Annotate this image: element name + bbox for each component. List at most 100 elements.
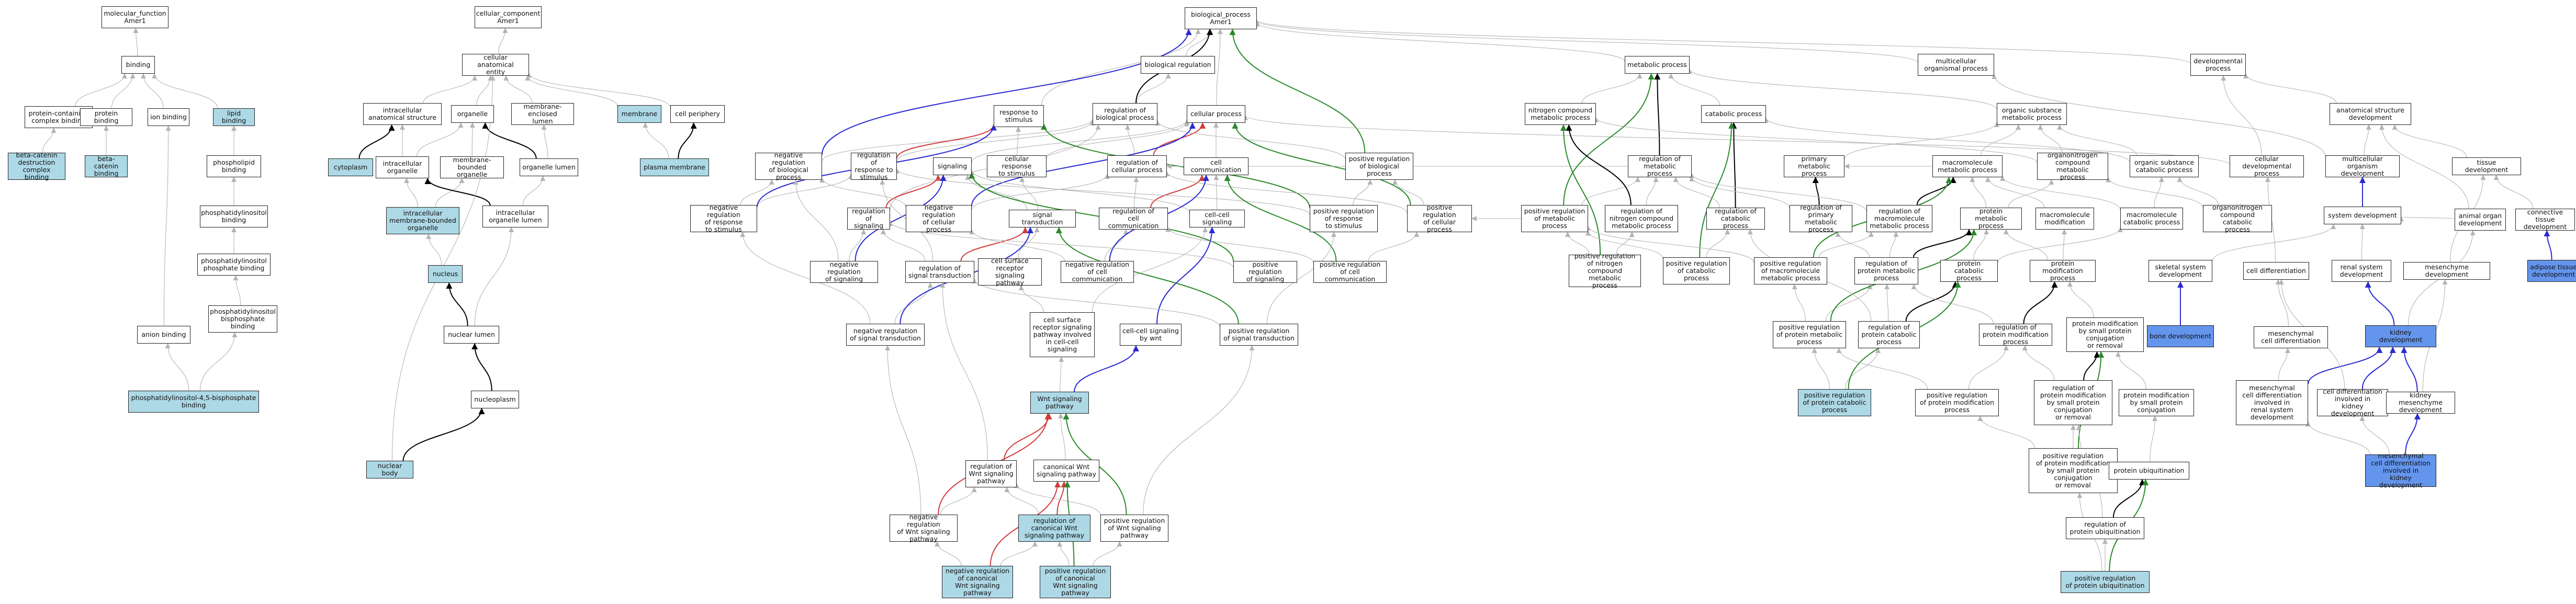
node-phosphatidylinositol-phosphate-binding[interactable]: phosphatidylinositol phosphate binding [197, 254, 271, 276]
node-cellular-response-to-stimulus[interactable]: cellular response to stimulus [987, 155, 1047, 177]
node-anion-binding[interactable]: anion binding [137, 326, 190, 344]
node-skeletal-system-development[interactable]: skeletal system development [2148, 260, 2212, 282]
node-regulation-of-protein-modification-process[interactable]: regulation of protein modification proce… [1979, 324, 2052, 346]
node-regulation-of-cellular-process[interactable]: regulation of cellular process [1107, 155, 1167, 177]
node-cytoplasm[interactable]: cytoplasm [328, 158, 373, 176]
node-renal-system-development[interactable]: renal system development [2332, 260, 2391, 282]
node-cell-differentiation[interactable]: cell differentiation [2243, 262, 2309, 280]
node-regulation-of-wnt-signaling-pathway[interactable]: regulation of Wnt signaling pathway [965, 460, 1017, 487]
node-membrane-enclosed-lumen[interactable]: membrane-enclosed lumen [511, 103, 574, 125]
node-cellular-developmental-process[interactable]: cellular developmental process [2230, 155, 2304, 177]
node-organelle-lumen[interactable]: organelle lumen [520, 158, 578, 176]
node-negative-regulation-of-response-to-stimulus[interactable]: negative regulation of response to stimu… [690, 204, 757, 233]
node-cellular-process[interactable]: cellular process [1187, 105, 1245, 123]
node-regulation-of-catabolic-process[interactable]: regulation of catabolic process [1706, 208, 1765, 230]
node-positive-regulation-of-signal-transduction[interactable]: positive regulation of signal transducti… [1220, 324, 1298, 346]
node-regulation-of-nitrogen-compound-metabolic-process[interactable]: regulation of nitrogen compound metaboli… [1605, 205, 1678, 232]
node-phosphatidylinositol-bisphosphate-binding[interactable]: phosphatidylinositol bisphosphate bindin… [208, 305, 277, 333]
node-positive-regulation-of-cell-communication[interactable]: positive regulation of cell communicatio… [1313, 261, 1387, 283]
node-organic-substance-metabolic-process[interactable]: organic substance metabolic process [1997, 103, 2067, 125]
node-signaling[interactable]: signaling [933, 157, 972, 175]
node-organic-substance-catabolic-process[interactable]: organic substance catabolic process [2130, 155, 2199, 177]
node-positive-regulation-of-signaling[interactable]: positive regulation of signaling [1233, 261, 1297, 283]
node-connective-tissue-development[interactable]: connective tissue development [2515, 209, 2575, 231]
node-cell-differentiation-kidney-development[interactable]: cell differentiation involved in kidney … [2317, 388, 2388, 417]
node-negative-regulation-of-biological-process[interactable]: negative regulation of biological proces… [755, 152, 822, 181]
node-system-development[interactable]: system development [2324, 207, 2401, 224]
node-macromolecule-metabolic-process[interactable]: macromolecule metabolic process [1932, 155, 2003, 177]
node-positive-regulation-of-biological-process[interactable]: positive regulation of biological proces… [1345, 153, 1413, 180]
node-positive-regulation-of-canonical-wnt-signaling-pathway[interactable]: positive regulation of canonical Wnt sig… [1040, 566, 1111, 598]
node-regulation-of-canonical-wnt-signaling-pathway[interactable]: regulation of canonical Wnt signaling pa… [1018, 515, 1090, 542]
node-wnt-signaling-pathway[interactable]: Wnt signaling pathway [1030, 392, 1089, 414]
node-tissue-development[interactable]: tissue development [2452, 157, 2521, 175]
node-macromolecule-modification[interactable]: macromolecule modification [2035, 208, 2094, 230]
node-animal-organ-development[interactable]: animal organ development [2455, 209, 2506, 231]
node-regulation-of-metabolic-process[interactable]: regulation of metabolic process [1628, 155, 1692, 177]
node-phosphatidylinositol-binding[interactable]: phosphatidylinositol binding [200, 206, 268, 227]
node-positive-regulation-of-response-to-stimulus[interactable]: positive regulation of response to stimu… [1310, 205, 1378, 232]
node-negative-regulation-of-signaling[interactable]: negative regulation of signaling [810, 261, 878, 283]
node-positive-regulation-of-wnt-signaling-pathway[interactable]: positive regulation of Wnt signaling pat… [1100, 515, 1168, 542]
node-multicellular-organismal-process[interactable]: multicellular organismal process [1918, 54, 1994, 76]
node-nuclear-lumen[interactable]: nuclear lumen [444, 326, 499, 344]
node-positive-regulation-of-protein-ubiquitination[interactable]: positive regulation of protein ubiquitin… [2061, 571, 2150, 593]
node-positive-regulation-of-catabolic-process[interactable]: positive regulation of catabolic process [1663, 257, 1730, 284]
node-mesenchymal-cell-differentiation-kidney-development[interactable]: mesenchymal cell differentiation involve… [2365, 452, 2436, 489]
node-cell-cell-signaling[interactable]: cell-cell signaling [1189, 210, 1245, 227]
node-regulation-of-protein-catabolic-process[interactable]: regulation of protein catabolic process [1858, 321, 1920, 348]
node-intracellular-organelle[interactable]: intracellular organelle [376, 156, 429, 178]
node-negative-regulation-of-canonical-wnt-signaling-pathway[interactable]: negative regulation of canonical Wnt sig… [942, 566, 1013, 598]
node-adipose-tissue-development[interactable]: adipose tissue development [2527, 260, 2576, 282]
node-nucleoplasm[interactable]: nucleoplasm [471, 391, 519, 408]
node-beta-catenin-binding[interactable]: beta-catenin binding [85, 155, 128, 177]
node-membrane-bounded-organelle[interactable]: membrane-bounded organelle [440, 156, 504, 178]
node-negative-regulation-of-cellular-process[interactable]: negative regulation of cellular process [906, 204, 972, 233]
node-catabolic-process[interactable]: catabolic process [1701, 105, 1766, 123]
node-protein-ubiquitination[interactable]: protein ubiquitination [2109, 462, 2189, 480]
node-intracellular-organelle-lumen[interactable]: intracellular organelle lumen [482, 206, 548, 227]
node-molecular-function[interactable]: molecular_function Amer1 [102, 6, 168, 28]
node-cellular-component[interactable]: cellular_component Amer1 [475, 6, 542, 28]
node-bone-development[interactable]: bone development [2147, 325, 2214, 347]
node-canonical-wnt-signaling-pathway[interactable]: canonical Wnt signaling pathway [1033, 460, 1099, 482]
node-regulation-of-signaling[interactable]: regulation of signaling [847, 208, 890, 230]
node-biological-process[interactable]: biological_process Amer1 [1185, 7, 1257, 29]
node-positive-regulation-of-protein-modification-process[interactable]: positive regulation of protein modificat… [1915, 389, 1999, 416]
node-protein-catabolic-process[interactable]: protein catabolic process [1940, 260, 1998, 282]
node-positive-regulation-of-protein-metabolic-process[interactable]: positive regulation of protein metabolic… [1773, 321, 1846, 348]
node-cell-periphery[interactable]: cell periphery [670, 105, 725, 123]
node-cellular-anatomical-entity[interactable]: cellular anatomical entity [462, 54, 529, 76]
node-intracellular-anatomical-structure[interactable]: intracellular anatomical structure [363, 103, 442, 125]
node-negative-regulation-of-cell-communication[interactable]: negative regulation of cell communicatio… [1061, 261, 1134, 283]
node-nuclear-body[interactable]: nuclear body [366, 461, 413, 478]
node-cell-communication[interactable]: cell communication [1184, 157, 1248, 175]
node-response-to-stimulus[interactable]: response to stimulus [994, 105, 1044, 127]
node-positive-regulation-of-nitrogen-compound-metabolic-process[interactable]: positive regulation of nitrogen compound… [1569, 253, 1641, 289]
node-biological-regulation[interactable]: biological regulation [1141, 56, 1215, 74]
node-membrane[interactable]: membrane [617, 105, 661, 123]
node-regulation-of-response-to-stimulus[interactable]: regulation of response to stimulus [851, 152, 897, 181]
node-positive-regulation-of-metabolic-process[interactable]: positive regulation of metabolic process [1521, 205, 1588, 232]
node-metabolic-process[interactable]: metabolic process [1625, 56, 1690, 74]
node-plasma-membrane[interactable]: plasma membrane [640, 158, 709, 176]
node-organonitrogen-compound-metabolic-process[interactable]: organonitrogen compound metabolic proces… [2037, 152, 2108, 181]
node-ion-binding[interactable]: ion binding [148, 108, 189, 126]
node-regulation-of-cell-communication[interactable]: regulation of cell communication [1099, 208, 1168, 230]
node-protein-modification-process[interactable]: protein modification process [2030, 260, 2096, 282]
node-protein-modification-by-small-protein-conjugation-or-removal[interactable]: protein modification by small protein co… [2066, 317, 2144, 352]
node-macromolecule-catabolic-process[interactable]: macromolecule catabolic process [2120, 208, 2183, 230]
node-binding[interactable]: binding [121, 56, 155, 74]
node-regulation-of-protein-metabolic-process[interactable]: regulation of protein metabolic process [1854, 257, 1918, 284]
node-regulation-of-biological-process[interactable]: regulation of biological process [1093, 103, 1157, 125]
node-signal-transduction[interactable]: signal transduction [1009, 210, 1076, 227]
node-positive-regulation-of-cellular-process[interactable]: positive regulation of cellular process [1407, 204, 1472, 233]
node-mesenchymal-cell-differentiation-renal-system[interactable]: mesenchymal cell differentiation involve… [2236, 380, 2308, 425]
node-developmental-process[interactable]: developmental process [2190, 54, 2246, 76]
node-cell-surface-receptor-signaling-pathway[interactable]: cell surface receptor signaling pathway [978, 257, 1042, 287]
node-regulation-of-protein-modification-by-small-protein[interactable]: regulation of protein modification by sm… [2034, 380, 2112, 425]
node-negative-regulation-of-wnt-signaling-pathway[interactable]: negative regulation of Wnt signaling pat… [890, 514, 958, 543]
node-positive-regulation-of-protein-modification-by-small-protein[interactable]: positive regulation of protein modificat… [2029, 448, 2118, 493]
node-protein-binding[interactable]: protein binding [80, 108, 132, 126]
node-anatomical-structure-development[interactable]: anatomical structure development [2330, 103, 2411, 125]
